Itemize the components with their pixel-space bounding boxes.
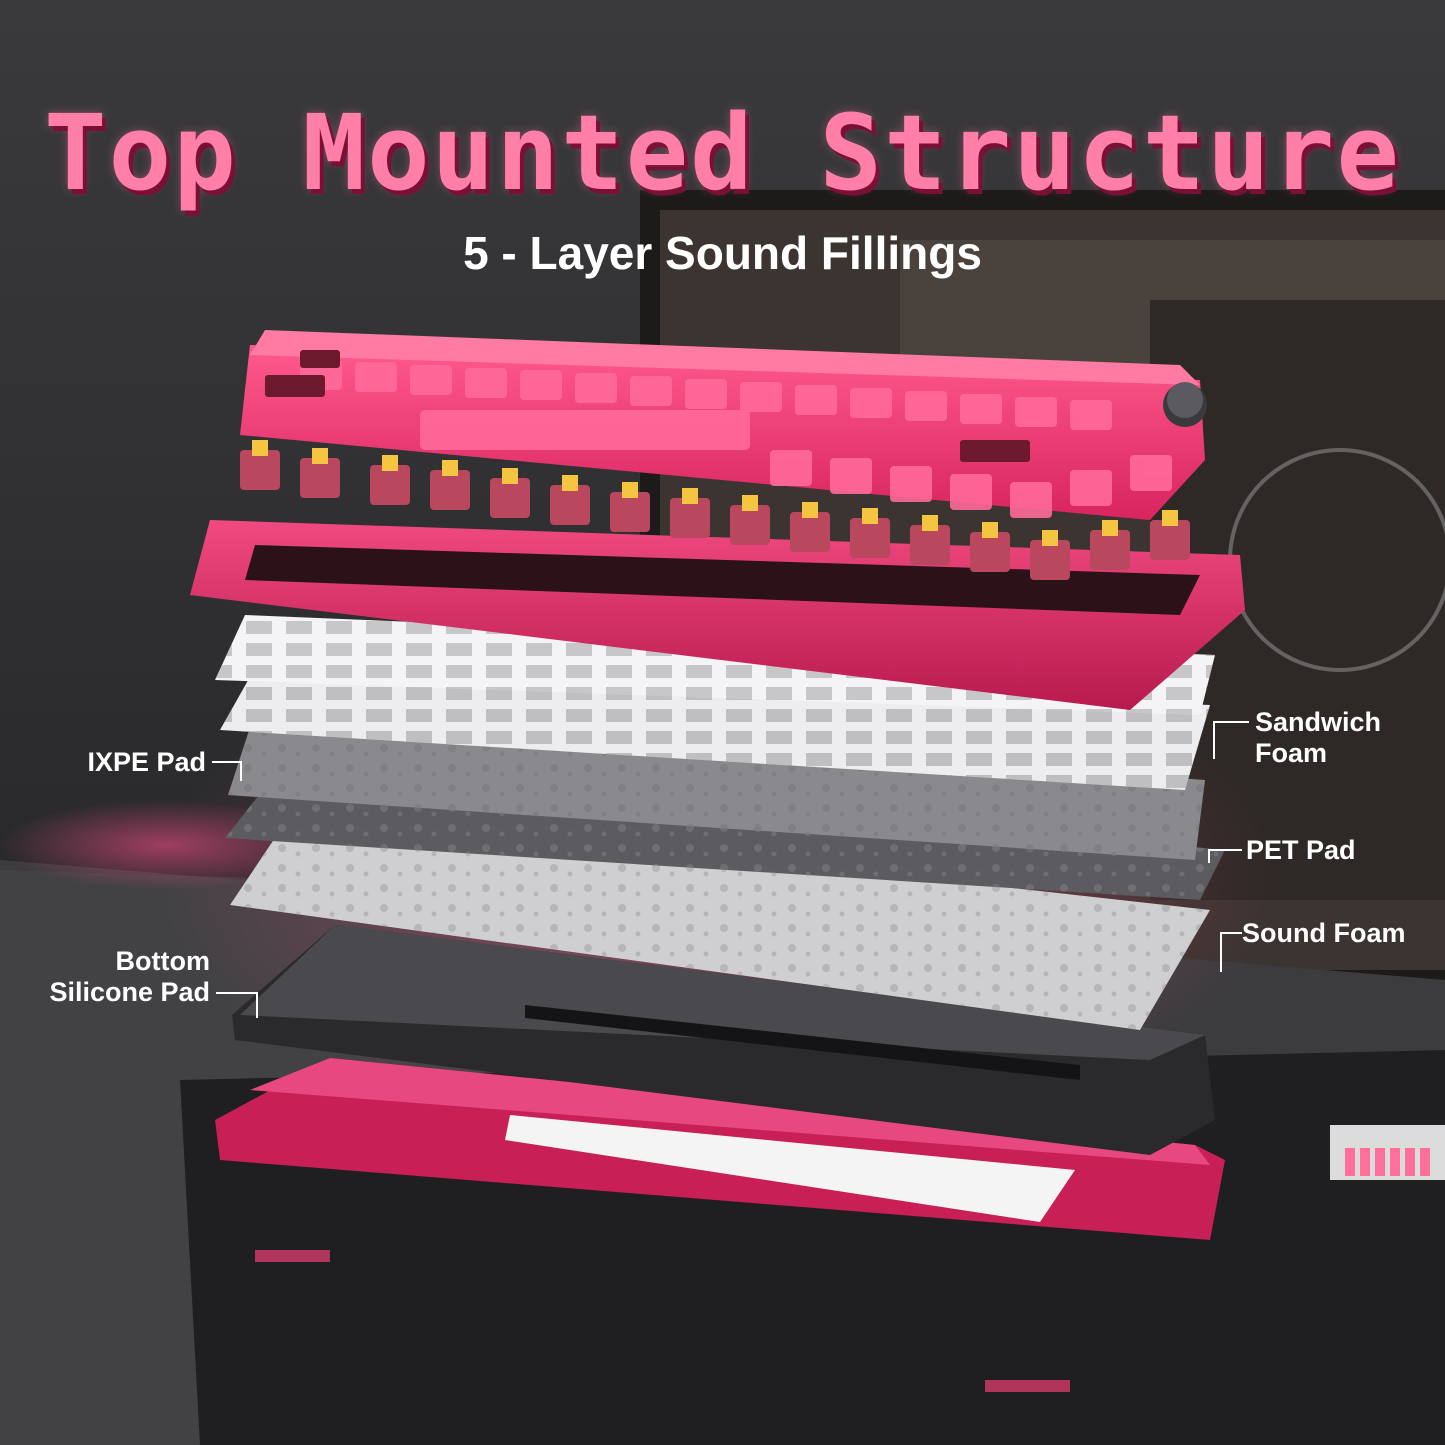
label-ixpe-pad: IXPE Pad <box>87 747 206 777</box>
page-title: Top Mounted Structure <box>44 92 1401 214</box>
label-bottom-silicone-line2: Silicone Pad <box>49 977 210 1007</box>
label-sound-foam: Sound Foam <box>1242 918 1406 948</box>
sound-foam-leader <box>1220 932 1242 972</box>
label-bottom-silicone-line1: Bottom <box>115 946 210 976</box>
page-subtitle: 5 - Layer Sound Fillings <box>463 227 982 279</box>
label-bottom-silicone-pad: Bottom Silicone Pad <box>20 946 210 1008</box>
label-sandwich-foam-line1: Sandwich <box>1255 707 1382 737</box>
label-sandwich-foam-line2: Foam <box>1255 738 1328 768</box>
pet-pad-leader <box>1208 849 1242 863</box>
sandwich-foam-leader <box>1213 721 1249 759</box>
ixpe-pad-leader <box>212 761 242 781</box>
bottom-silicone-pad-leader <box>216 992 258 1018</box>
label-sandwich-foam: Sandwich Foam <box>1255 707 1381 769</box>
label-pet-pad: PET Pad <box>1246 835 1356 865</box>
switch-row <box>240 440 1190 580</box>
